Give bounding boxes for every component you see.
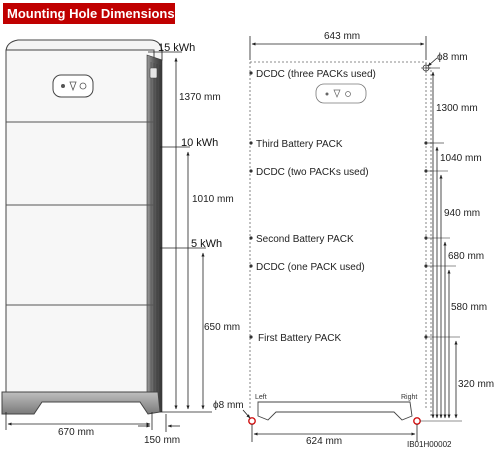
top-width-dim: 643 mm bbox=[324, 31, 360, 42]
foot-right-label: Right bbox=[401, 394, 417, 401]
top-hole-diameter: ϕ8 mm bbox=[437, 52, 468, 63]
position-first-battery-pack: First Battery PACK bbox=[258, 333, 341, 344]
template-led-icon bbox=[325, 92, 329, 96]
foot-left-label: Left bbox=[255, 394, 267, 401]
figure-id: IB01H00002 bbox=[407, 440, 452, 449]
side-ribs bbox=[150, 62, 161, 410]
position-dcdc-three-packs: DCDC (three PACKs used) bbox=[256, 69, 376, 80]
capacity-label-5kwh: 5 kWh bbox=[191, 238, 222, 250]
height-dim-1010: 1010 mm bbox=[192, 194, 234, 205]
vertical-dim-680: 680 mm bbox=[448, 251, 484, 262]
template-warning-icon bbox=[333, 89, 341, 98]
template-indicator-panel bbox=[315, 83, 367, 104]
template-labels: 643 mm ϕ8 mm ϕ8 mm 624 mm Left Right DCD… bbox=[213, 31, 494, 449]
battery-base bbox=[1, 391, 161, 415]
height-dim-1370: 1370 mm bbox=[179, 92, 221, 103]
position-dcdc-two-packs: DCDC (two PACKs used) bbox=[256, 167, 369, 178]
battery-front-view bbox=[1, 39, 212, 432]
vertical-dim-940: 940 mm bbox=[444, 208, 480, 219]
template-power-icon bbox=[345, 91, 351, 97]
section-title: Mounting Hole Dimensions bbox=[3, 3, 175, 24]
front-view-labels: 15 kWh 10 kWh 5 kWh 1370 mm 1010 mm 650 … bbox=[58, 42, 240, 446]
vertical-dim-1040: 1040 mm bbox=[440, 153, 482, 164]
position-third-battery-pack: Third Battery PACK bbox=[256, 139, 343, 150]
depth-dim-150: 150 mm bbox=[144, 435, 180, 446]
indicator-panel bbox=[52, 74, 94, 98]
bottom-width-dim: 624 mm bbox=[306, 436, 342, 447]
bottom-hole-right-marker bbox=[413, 417, 421, 425]
bottom-hole-left-marker bbox=[248, 417, 256, 425]
template-base bbox=[257, 401, 413, 421]
bottom-hole-diameter: ϕ8 mm bbox=[213, 400, 244, 411]
mounting-template bbox=[242, 36, 462, 442]
vertical-dim-1300: 1300 mm bbox=[436, 103, 478, 114]
position-dcdc-one-pack: DCDC (one PACK used) bbox=[256, 262, 365, 273]
width-dim-670: 670 mm bbox=[58, 427, 94, 438]
vertical-dim-320: 320 mm bbox=[458, 379, 494, 390]
led-icon bbox=[61, 84, 65, 88]
capacity-label-15kwh: 15 kWh bbox=[158, 42, 195, 54]
vertical-dim-580: 580 mm bbox=[451, 302, 487, 313]
warning-icon bbox=[69, 81, 77, 92]
height-dim-650: 650 mm bbox=[204, 322, 240, 333]
position-second-battery-pack: Second Battery PACK bbox=[256, 234, 354, 245]
capacity-label-10kwh: 10 kWh bbox=[181, 137, 218, 149]
power-icon bbox=[79, 82, 87, 90]
latch-icon bbox=[149, 67, 158, 79]
